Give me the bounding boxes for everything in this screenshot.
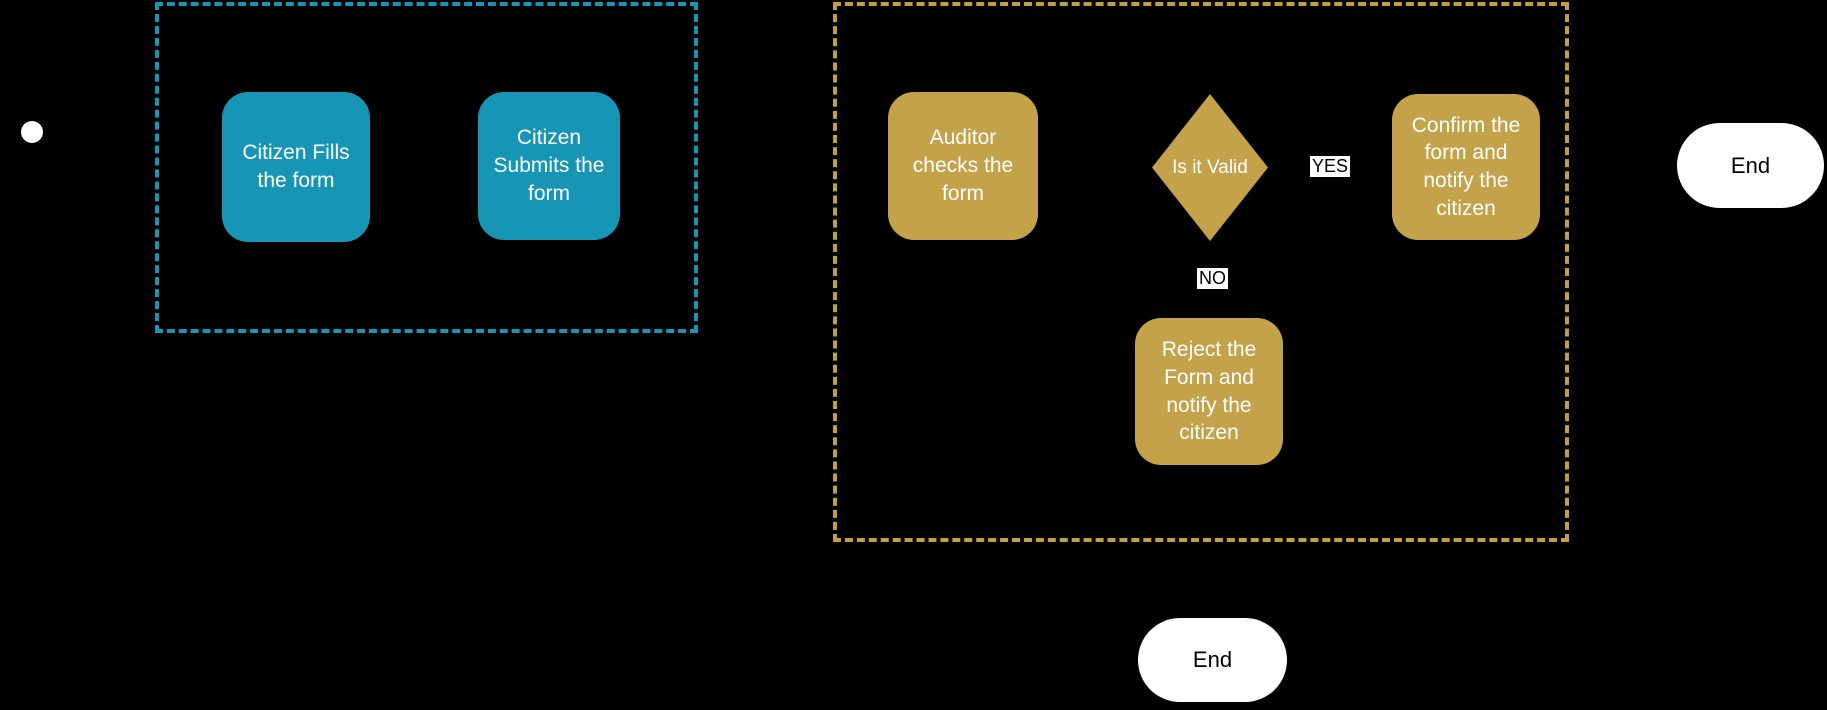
end-label: End [1730, 152, 1771, 178]
auditor-swimlane [833, 2, 1569, 542]
node-label: Citizen Submits the form [493, 126, 605, 205]
node-citizen-fills-form: Citizen Fills the form [222, 92, 370, 242]
node-reject-and-notify: Reject the Form and notify the citizen [1135, 318, 1283, 465]
end-label: End [1192, 647, 1233, 672]
node-label: Citizen Fills the form [242, 141, 350, 192]
end-node-bottom: End [1138, 618, 1287, 702]
node-label: Auditor checks the form [912, 126, 1014, 205]
node-label: Confirm the form and notify the citizen [1411, 113, 1521, 220]
end-node-right: End [1677, 123, 1824, 208]
start-event-node [21, 121, 43, 143]
edge-label-yes: YES [1310, 156, 1351, 177]
citizen-swimlane [155, 2, 698, 333]
node-citizen-submits-form: Citizen Submits the form [478, 92, 620, 240]
node-label: Reject the Form and notify the citizen [1161, 338, 1257, 445]
decision-label: Is it Valid [1172, 156, 1248, 178]
node-confirm-and-notify: Confirm the form and notify the citizen [1392, 94, 1540, 240]
node-auditor-checks-form: Auditor checks the form [888, 92, 1038, 240]
edge-label-no: NO [1197, 268, 1228, 289]
